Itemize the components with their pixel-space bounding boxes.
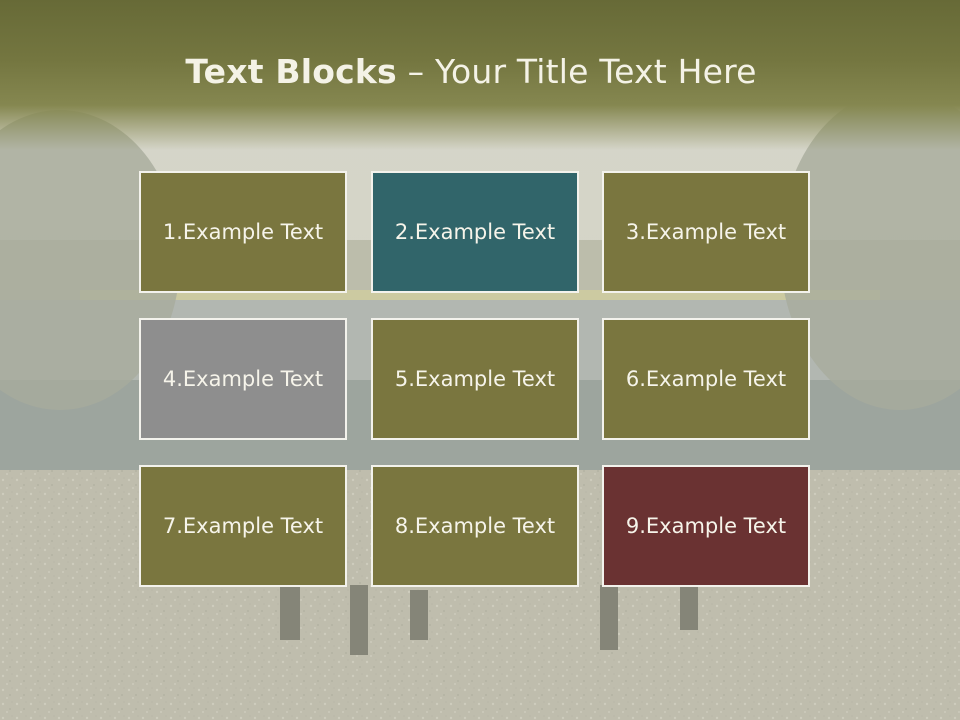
title-bar	[0, 0, 960, 150]
text-block-7[interactable]: 7.Example Text	[139, 465, 347, 587]
text-block-label: 7.Example Text	[162, 514, 324, 538]
text-block-4[interactable]: 4.Example Text	[139, 318, 347, 440]
text-block-label: 1.Example Text	[162, 220, 324, 244]
text-block-5[interactable]: 5.Example Text	[371, 318, 579, 440]
text-block-label: 4.Example Text	[162, 367, 324, 391]
text-block-label: 8.Example Text	[394, 514, 556, 538]
title-bold: Text Blocks	[185, 52, 397, 91]
text-block-1[interactable]: 1.Example Text	[139, 171, 347, 293]
text-block-label: 5.Example Text	[394, 367, 556, 391]
text-block-label: 3.Example Text	[625, 220, 787, 244]
text-block-label: 2.Example Text	[394, 220, 556, 244]
text-block-9[interactable]: 9.Example Text	[602, 465, 810, 587]
text-block-2[interactable]: 2.Example Text	[371, 171, 579, 293]
slide-title: Text Blocks – Your Title Text Here	[0, 52, 942, 91]
text-block-8[interactable]: 8.Example Text	[371, 465, 579, 587]
text-block-label: 9.Example Text	[625, 514, 787, 538]
title-rest: – Your Title Text Here	[396, 52, 757, 91]
text-block-6[interactable]: 6.Example Text	[602, 318, 810, 440]
text-block-3[interactable]: 3.Example Text	[602, 171, 810, 293]
text-block-label: 6.Example Text	[625, 367, 787, 391]
